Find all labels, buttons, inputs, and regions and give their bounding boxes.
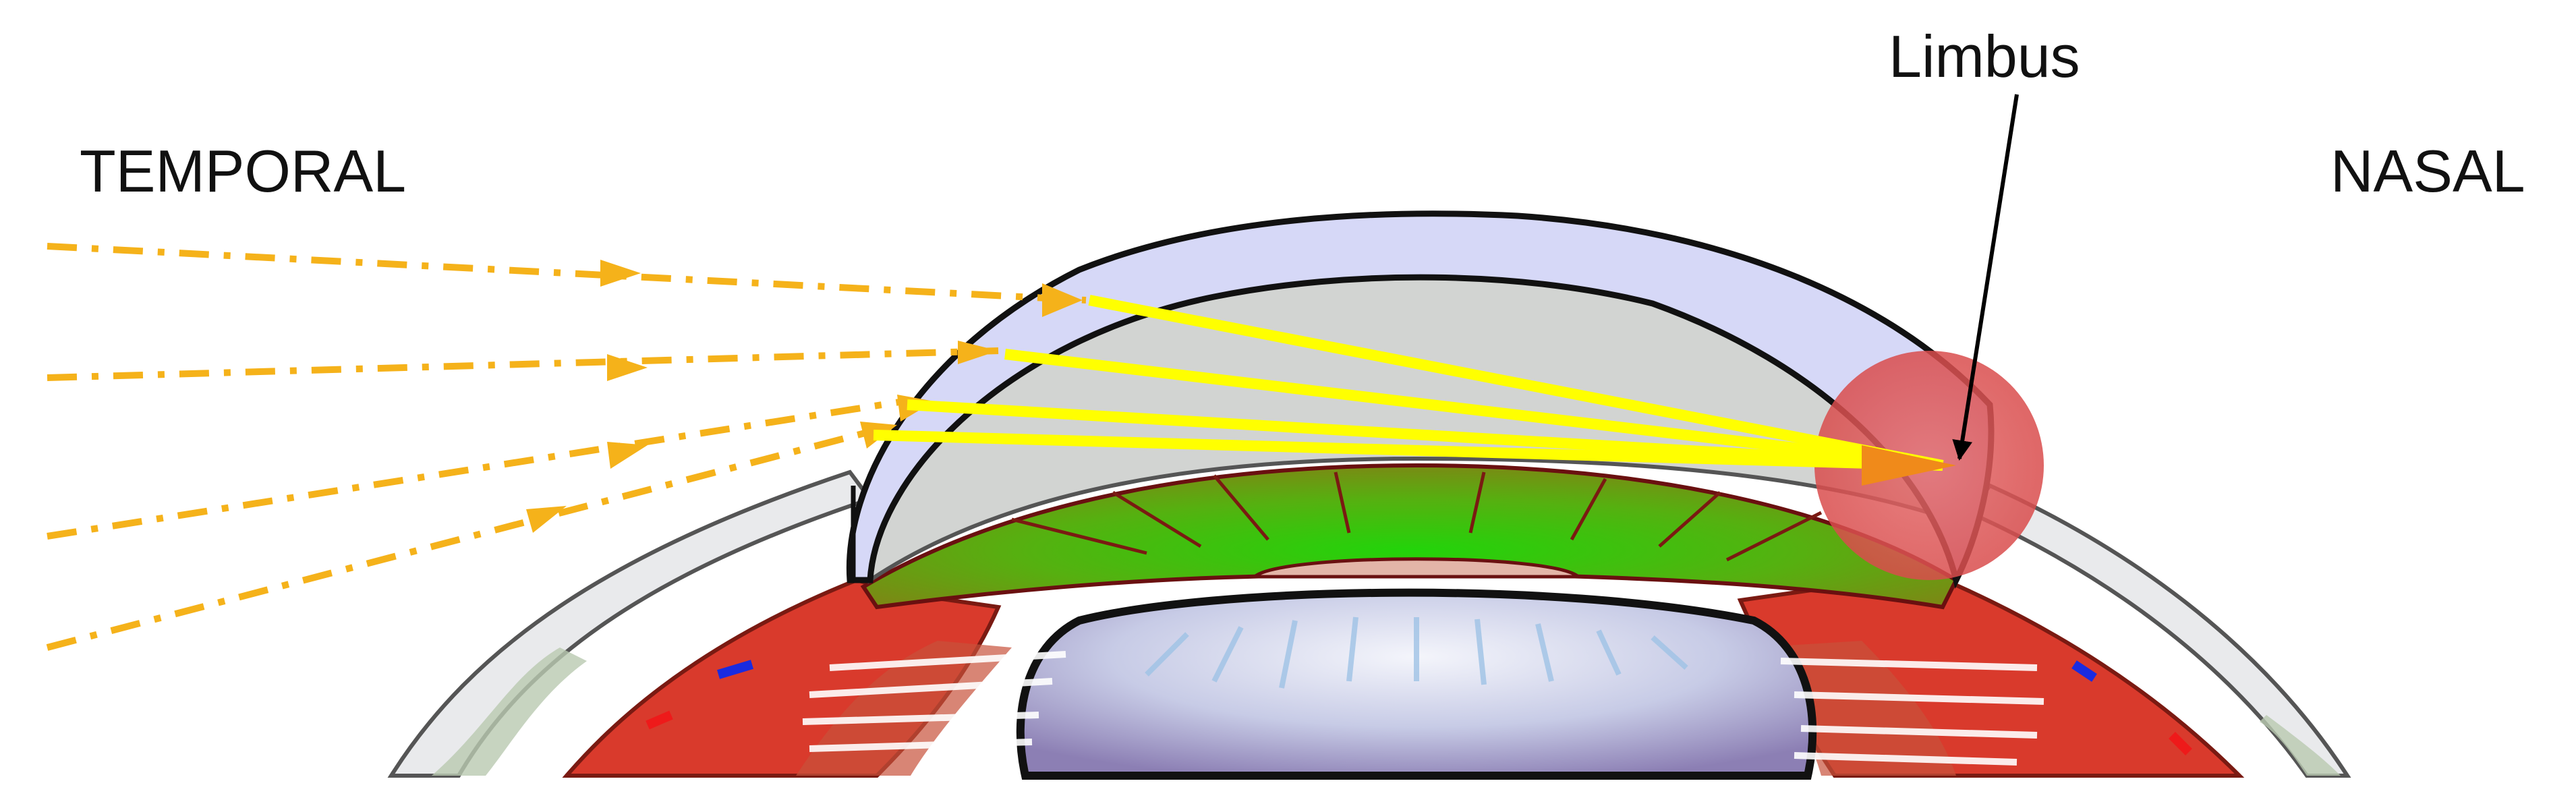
focal-arrow — [1862, 445, 1956, 486]
limbus-pointer — [1952, 94, 2019, 461]
nasal-label: NASAL — [2330, 138, 2525, 204]
focused-rays — [873, 295, 1944, 471]
zonule-fibers — [802, 651, 2044, 766]
sclera — [387, 469, 2351, 778]
temporal-label: TEMPORAL — [80, 138, 407, 204]
limbus-label: Limbus — [1889, 23, 2080, 90]
vessel-marks — [646, 660, 2192, 755]
incident-rays — [46, 243, 1087, 651]
iris — [860, 463, 1959, 610]
lens — [1016, 588, 1817, 780]
